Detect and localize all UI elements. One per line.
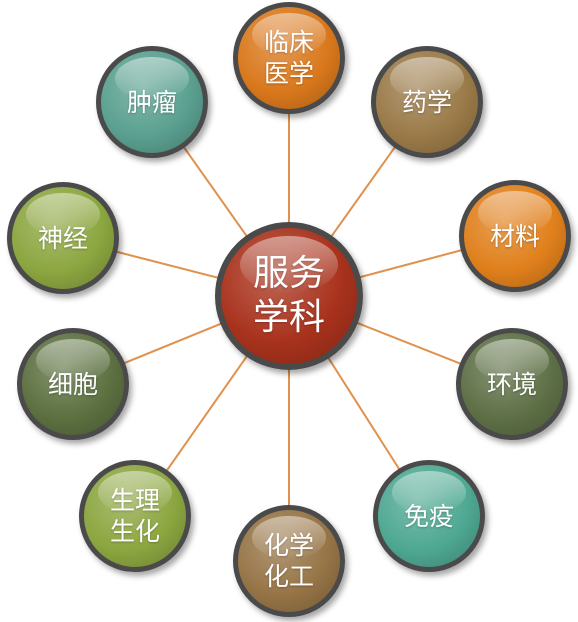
node-materials: 材料: [459, 180, 571, 292]
center-label: 服务 学科: [252, 253, 325, 338]
node-label: 临床 医学: [263, 28, 314, 88]
node-label: 免疫: [403, 501, 454, 531]
node-clinical-medicine: 临床 医学: [233, 2, 345, 114]
node-physiology-biochemistry: 生理 生化: [79, 460, 191, 572]
node-pharmacy: 药学: [371, 46, 483, 158]
node-tumor: 肿瘤: [96, 46, 208, 158]
center-node: 服务 学科: [215, 222, 363, 370]
node-label: 材料: [489, 221, 540, 251]
node-label: 化学 化工: [263, 531, 314, 591]
node-label: 生理 生化: [109, 486, 160, 546]
node-cell: 细胞: [17, 328, 129, 440]
node-label: 环境: [486, 369, 537, 399]
node-chemical-engineering: 化学 化工: [233, 505, 345, 617]
node-immunity: 免疫: [373, 460, 485, 572]
node-label: 细胞: [47, 369, 98, 399]
node-neuro: 神经: [7, 182, 119, 294]
node-environment: 环境: [456, 328, 568, 440]
node-label: 神经: [37, 223, 88, 253]
node-label: 药学: [401, 87, 452, 117]
node-label: 肿瘤: [126, 87, 177, 117]
